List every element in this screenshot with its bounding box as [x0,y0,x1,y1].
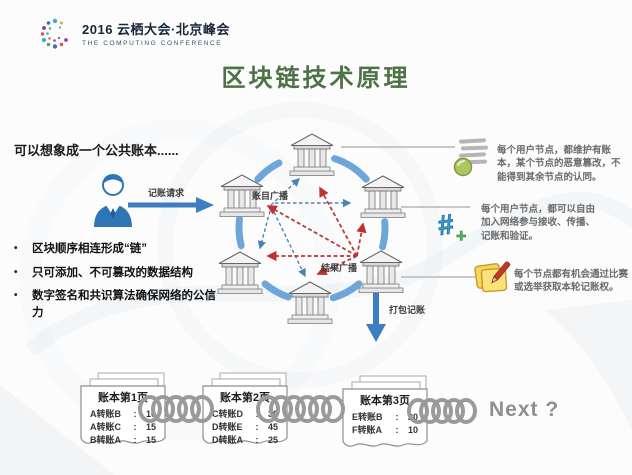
next-label: Next ? [489,398,560,421]
intro-text: 可以想象成一个公共账本...... [14,143,179,158]
ledger-row: A转账B:10 [90,409,156,419]
bullet-dot: • [14,243,18,254]
bullet-text: 只可添加、不可篡改的数据结构 [32,266,193,279]
request-label: 记账请求 [148,188,185,198]
bank-building-icon [289,133,335,176]
bank-building-icon [358,250,404,293]
bullet-text: 数字签名和共识算法确保网络的公信力 [32,290,216,320]
bank-building-icon [219,174,265,217]
conference-title: 2016 云栖大会·北京峰会 [82,22,230,37]
notepad-pen-icon [472,259,514,297]
ledger-page-stack: 账本第2页 C转账D:30 D转账E:45 D转账A:25 [196,372,296,457]
svg-text:#: # [436,208,456,241]
bank-building-icon [287,281,333,324]
businessman-icon [90,171,136,227]
result-broadcast-label: 结果广播 [321,263,358,273]
note-text-join: 每个用户节点，都可以自由加入网络参与接收、传播、记账和验证。 [481,204,596,242]
bank-node [357,250,405,294]
ledger-row: E转账B:20 [352,412,418,422]
conference-subtitle: THE COMPUTING CONFERENCE [82,40,223,47]
pack-arrow [366,290,386,342]
bank-node [218,174,266,218]
note-text-right: 每个节点都有机会通过比赛或选举获取本轮记账权。 [514,269,629,294]
bullet-item: • 只可添加、不可篡改的数据结构 [14,265,216,282]
bullet-dot: • [14,290,18,302]
ledger-row: F转账A:10 [352,425,418,436]
ledger-row: C转账D:30 [212,409,278,419]
ledger-broadcast-label: 账目广播 [252,191,289,201]
ledger-row: D转账A:25 [212,435,278,446]
ledger-page-stack: 账本第1页 A转账B:10 A转账C:15 B转账A:15 [74,372,174,457]
ledger-row: A转账C:15 [90,422,156,433]
conference-logo: 2016 云栖大会·北京峰会 THE COMPUTING CONFERENCE [36,14,230,52]
svg-text:+: + [456,226,467,244]
conference-logo-icon [40,18,68,49]
ledger-page-title: 账本第3页 [359,395,411,407]
ledger-page-title: 账本第2页 [219,392,271,404]
ledger-row: B转账A:15 [90,435,156,446]
ledger-list-icon [452,136,490,178]
bank-building-icon [217,251,263,294]
bank-node [286,281,334,325]
bullet-dot: • [14,266,18,278]
bank-node [359,175,407,219]
bullet-item: • 区块顺序相连形成“链” [14,241,216,258]
network-join-icon: # + [436,206,472,244]
bullet-text: 区块顺序相连形成“链” [32,243,147,255]
ledger-page-title: 账本第1页 [97,392,149,404]
note-text-ledger: 每个用户节点，都维护有账本，某个节点的恶意篡改，不能得到其余节点的认同。 [497,145,621,183]
request-arrow [128,197,214,213]
ledger-page-stack: 账本第3页 E转账B:20 F转账A:10 [336,375,436,460]
pack-bookkeeping-label: 打包记账 [389,305,426,315]
bank-node [288,133,336,177]
page-title: 区块链技术原理 [221,65,411,92]
bullet-item: • 数字签名和共识算法确保网络的公信力 [14,288,216,321]
ledger-row: D转账E:45 [212,422,278,433]
bank-building-icon [360,175,406,218]
bullet-list: • 区块顺序相连形成“链” • 只可添加、不可篡改的数据结构 • 数字签名和共识算法确… [14,241,216,329]
bank-node [216,251,264,295]
